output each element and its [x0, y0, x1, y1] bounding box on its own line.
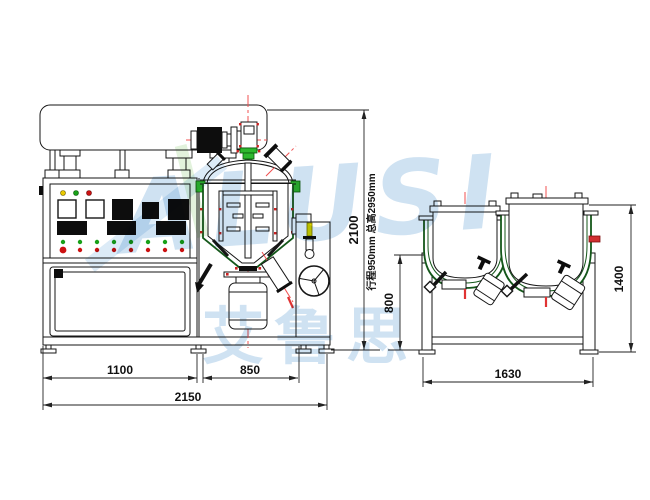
tank-agitator-motor	[551, 274, 586, 311]
service-column	[291, 213, 331, 338]
dim-mixer-width: 850	[240, 363, 260, 377]
homogenizer-motor	[223, 266, 273, 330]
dim-tank-height: 1400	[612, 265, 626, 292]
main-vessel	[186, 95, 301, 348]
tank-agitator-motor	[473, 272, 505, 306]
control-cabinet	[39, 177, 198, 341]
lid-nozzle-right	[263, 143, 293, 173]
dimension-lines: 1100 850 2150 1630 2100 行程950mm 总高2950mm…	[42, 109, 636, 410]
outlet-pipe	[260, 251, 295, 309]
dim-machine-height: 2100	[346, 216, 361, 245]
dim-stroke-note: 行程950mm 总高2950mm	[365, 173, 378, 291]
dim-stand-height: 800	[382, 293, 396, 313]
dim-total-width: 2150	[175, 390, 202, 404]
dim-stand-width: 1630	[495, 367, 522, 381]
hand-wheel	[298, 265, 330, 297]
control-panel	[49, 183, 191, 259]
tank-top-valve	[476, 255, 492, 271]
tank-drain-valve	[423, 270, 448, 294]
oil-tank	[495, 186, 601, 311]
leveling-feet	[40, 344, 335, 354]
tank-drain-valve	[500, 272, 529, 298]
sample-valve	[303, 222, 316, 259]
tank-top-valve	[556, 259, 572, 275]
machine-base	[40, 336, 335, 354]
tank-side-nozzle	[588, 235, 601, 243]
door-handle	[54, 269, 63, 278]
dim-cabinet-width: 1100	[107, 363, 133, 377]
cabinet-door	[49, 266, 191, 337]
